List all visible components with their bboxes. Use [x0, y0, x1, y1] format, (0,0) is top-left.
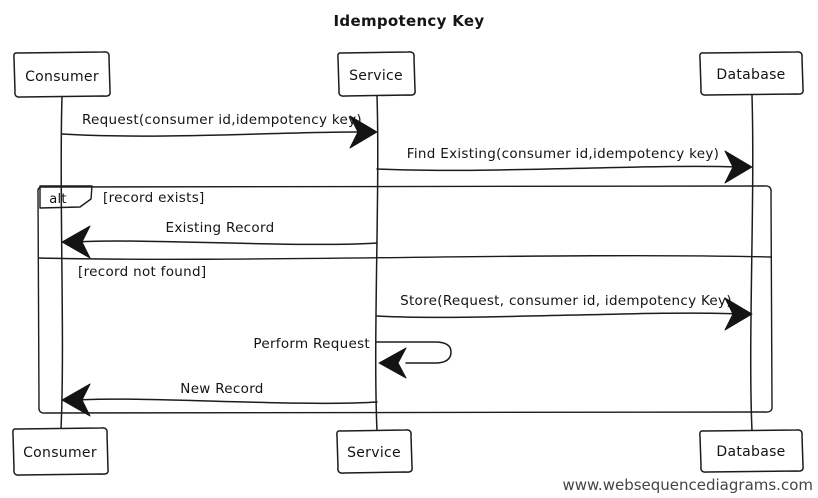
actor-label: Consumer	[23, 445, 97, 461]
alt-operator-pentagon	[39, 185, 93, 209]
lifeline-database	[749, 94, 754, 432]
message-store: Store(Request, consumer id, idempotency …	[376, 293, 753, 331]
alt-frame: alt [record exists] Existing Record [rec…	[37, 185, 773, 417]
arrowhead-left-icon	[61, 225, 91, 259]
message-label: Find Existing(consumer id,idempotency ke…	[407, 146, 719, 162]
watermark-text: www.websequencediagrams.com	[563, 476, 814, 494]
actor-label: Database	[716, 67, 785, 83]
message-find-existing: Find Existing(consumer id,idempotency ke…	[376, 146, 753, 184]
actor-database-bottom: Database	[699, 429, 804, 473]
actor-box	[699, 429, 804, 473]
actor-label: Service	[347, 445, 401, 461]
actor-label: Service	[349, 68, 403, 84]
alt-condition-record-not-found: [record not found]	[78, 264, 206, 280]
actor-box	[336, 429, 413, 474]
alt-divider	[37, 254, 773, 261]
message-line	[77, 398, 378, 405]
actor-box	[699, 51, 804, 96]
arrowhead-right-icon	[724, 297, 753, 331]
message-new-record: New Record	[61, 381, 378, 417]
actor-box	[337, 51, 416, 97]
message-request: Request(consumer id,idempotency key)	[61, 112, 378, 149]
lifeline-consumer	[60, 96, 64, 430]
actor-service-bottom: Service	[336, 429, 413, 474]
alt-frame-border	[37, 185, 773, 414]
message-label: Store(Request, consumer id, idempotency …	[400, 293, 732, 309]
message-line	[77, 240, 378, 246]
arrowhead-right-icon	[349, 115, 378, 149]
message-label: Existing Record	[166, 220, 275, 236]
message-perform-request: Perform Request	[253, 336, 452, 379]
arrowhead-left-icon	[61, 383, 91, 417]
lifeline-service	[374, 95, 379, 432]
actor-service-top: Service	[337, 51, 416, 97]
actor-box	[12, 427, 109, 476]
actor-consumer-top: Consumer	[13, 51, 111, 98]
actor-label: Consumer	[25, 69, 99, 85]
message-existing-record: Existing Record	[61, 220, 378, 259]
alt-condition-record-exists: [record exists]	[103, 190, 205, 206]
arrowhead-right-icon	[724, 150, 753, 184]
alt-operator-label: alt	[49, 192, 67, 207]
message-label: New Record	[180, 381, 263, 397]
message-line	[376, 165, 740, 172]
message-line	[61, 131, 364, 137]
actor-consumer-bottom: Consumer	[12, 427, 109, 476]
actor-box	[13, 51, 111, 98]
arrowhead-left-icon	[378, 347, 407, 379]
message-label: Request(consumer id,idempotency key)	[82, 112, 362, 128]
message-label: Perform Request	[253, 336, 370, 352]
actor-database-top: Database	[699, 51, 804, 96]
self-message-loop	[376, 341, 452, 364]
diagram-title: Idempotency Key	[334, 12, 485, 30]
message-line	[376, 312, 741, 319]
actor-label: Database	[716, 444, 785, 460]
